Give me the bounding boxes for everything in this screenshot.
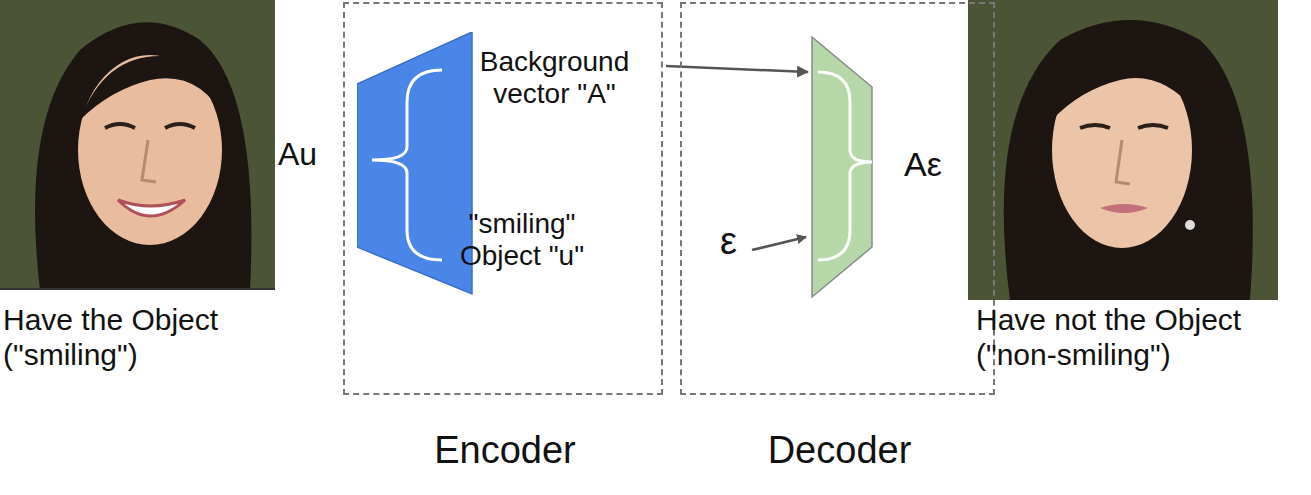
decoder-box: DecoderAε bbox=[680, 2, 995, 395]
object-label: "smiling" Object "u" bbox=[447, 208, 597, 272]
background-vector-label: Background vector "A" bbox=[447, 46, 662, 110]
epsilon-label: ε bbox=[720, 220, 737, 264]
encoder-network: Background vector "A" "smiling" Object "u… bbox=[357, 32, 666, 297]
input-caption: Have the Object ("smiling") bbox=[3, 303, 293, 372]
input-code-label: Au bbox=[278, 136, 317, 173]
encoder-title: Encoder bbox=[345, 429, 665, 473]
decoder-network: Aε bbox=[810, 35, 962, 299]
non-smiling-face-photo bbox=[968, 0, 1278, 300]
encoder-box: EncoderBackground vector "A""smiling" Ob… bbox=[343, 2, 663, 395]
output-label: Aε bbox=[904, 145, 942, 184]
decoder-title: Decoder bbox=[682, 429, 997, 473]
epsilon-pointer bbox=[752, 237, 806, 250]
output-caption: Have not the Object ("non-smiling") bbox=[976, 303, 1301, 372]
smiling-face-photo bbox=[0, 0, 275, 290]
vector-arrow bbox=[666, 66, 808, 72]
